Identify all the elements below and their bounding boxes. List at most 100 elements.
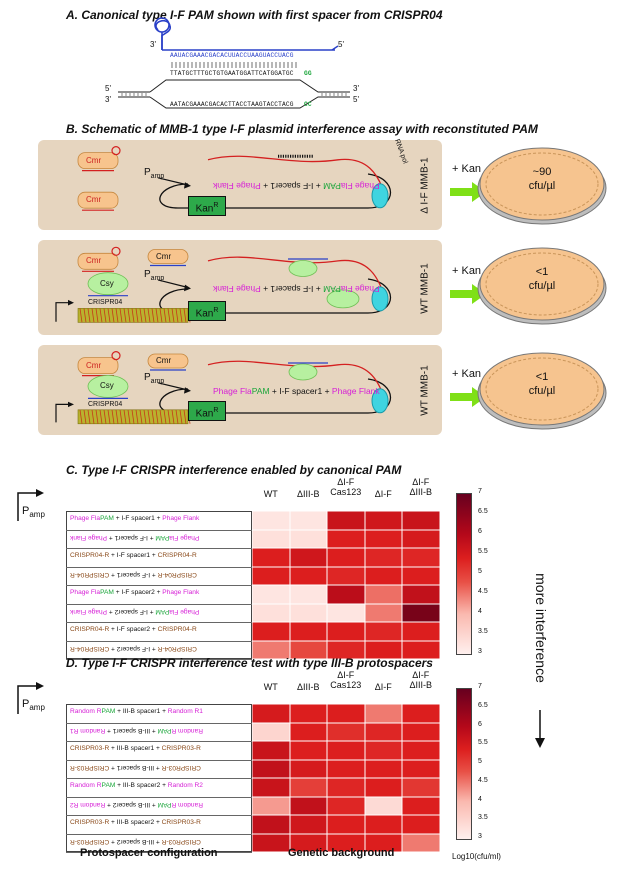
row-label-part: + I-F spacer1 + xyxy=(113,515,163,522)
heatmap-cell xyxy=(252,640,290,659)
row-label-part: Random R xyxy=(70,708,102,715)
row-divider xyxy=(66,585,252,586)
heatmap-cell xyxy=(402,759,440,778)
colorbar-tick: 7 xyxy=(478,488,482,495)
crrna-hairpin xyxy=(155,19,172,50)
down-arrow-icon xyxy=(535,710,545,748)
cmr-label-2: Cmr xyxy=(156,251,172,261)
heatmap-cell xyxy=(327,815,365,834)
row-label-part: + III-B spacer2 + xyxy=(109,837,162,845)
row-label-part: PAM xyxy=(155,607,170,615)
row-label-part: Random R xyxy=(171,726,203,734)
row-label-part: + III-B spacer1 + xyxy=(109,745,162,752)
p-amp-letter: P xyxy=(22,505,30,517)
row-label-part: CRISPR04-R xyxy=(157,644,197,652)
row-label-part: CRISPR04-R xyxy=(157,626,197,633)
pam-bottom: CC xyxy=(304,101,312,108)
row-divider xyxy=(66,603,252,605)
column-header: ΔI-F ΔIII-B xyxy=(409,477,432,497)
column-header: ΔI-F Cas123 xyxy=(330,670,362,690)
row-label: CRISPR03-R + III-B spacer1 + CRISPR03-R xyxy=(70,745,201,752)
heatmap-cell xyxy=(289,759,327,778)
heatmap-cell xyxy=(289,622,327,641)
heatmap-cell xyxy=(252,833,290,852)
colorbar-tick: 4.5 xyxy=(478,776,488,784)
colorbar-tick: 3 xyxy=(478,648,482,655)
row-divider xyxy=(66,741,252,742)
crrna-sequence: AAUACGAAACGACACUUACCUAAGUACCUACG xyxy=(170,52,294,59)
heatmap-cell xyxy=(402,778,440,797)
construct-mid: + I-F spacer1 + xyxy=(260,181,324,192)
row-label-part: Random R xyxy=(70,782,102,789)
kan-sup: R xyxy=(213,407,219,414)
heatmap-cell xyxy=(289,704,327,723)
row-label: Phage FlaPAM + I-F spacer1 + Phage Flank xyxy=(70,534,199,541)
heatmap-cell xyxy=(364,622,402,641)
heatmap-cell xyxy=(402,741,440,760)
p-amp-letter: P xyxy=(144,268,151,280)
heatmap-cell xyxy=(327,622,365,641)
row-label-part: + I-F spacer2 + xyxy=(107,607,156,615)
construct-pam: PAM xyxy=(251,386,270,397)
panel-b-title: B. Schematic of MMB-1 type I-F plasmid i… xyxy=(66,122,538,136)
column-header: WT xyxy=(263,489,278,499)
heatmap-cell xyxy=(327,833,365,852)
crispr-label: CRISPR04 xyxy=(88,298,123,306)
column-header: ΔI-F xyxy=(374,489,392,499)
heatmap-cell xyxy=(327,796,365,815)
heatmap-cell xyxy=(402,815,440,834)
heatmap-cell xyxy=(289,529,327,548)
heatmap-cell xyxy=(402,640,440,659)
row-label-part: Phage Flank xyxy=(162,589,200,596)
row-label-part: CRISPR04-R xyxy=(157,552,197,559)
row-label-part: PAM xyxy=(101,708,116,715)
heatmap-cell xyxy=(252,622,290,641)
dna-3prime-right: 3' xyxy=(353,84,359,93)
heatmap-cell xyxy=(402,548,440,567)
cfu-unit: cfu/µl xyxy=(528,180,556,192)
colorbar-tick: 5 xyxy=(478,758,482,765)
green-arrow-icon xyxy=(450,386,486,407)
row-label-part: + III-B spacer2 + xyxy=(109,819,162,826)
heatmap-cell xyxy=(327,741,365,760)
row-label-part: CRISPR03-R xyxy=(161,763,201,771)
cfu-value: <1 xyxy=(535,266,549,278)
row-label-part: CRISPR03-R xyxy=(70,763,110,771)
column-header: ΔI-F Cas123 xyxy=(330,477,362,497)
heatmap-cell xyxy=(252,603,290,622)
heatmap-cell xyxy=(252,511,290,530)
row-divider xyxy=(66,852,252,853)
row-divider xyxy=(66,833,252,835)
heatmap-cell xyxy=(364,833,402,852)
footer-protospacer: Protospacer configuration xyxy=(80,847,218,859)
p-amp-sub: amp xyxy=(29,510,45,520)
cfu-value: ~90 xyxy=(532,166,552,178)
pam-top: GG xyxy=(304,70,312,77)
pam-duplex-diagram xyxy=(118,17,350,109)
row-divider xyxy=(66,815,252,816)
row-label: CRISPR03-R + III-B spacer2 + CRISPR03-R xyxy=(70,838,201,845)
row-label: Phage FlaPAM + I-F spacer2 + Phage Flank xyxy=(70,589,199,596)
row-label-part: Phage Flank xyxy=(162,515,200,522)
heatmap-cell xyxy=(289,722,327,741)
promoter-arrow-icon xyxy=(17,489,44,521)
heatmap-cell xyxy=(289,741,327,760)
row-label-part: + I-F spacer2 + xyxy=(109,644,158,652)
construct-pam: PAM xyxy=(323,181,341,192)
row-label: Random RPAM + III-B spacer1 + Random R1 xyxy=(70,727,203,734)
row-label-part: Phage Flank xyxy=(70,607,108,615)
petri-plate xyxy=(477,352,607,430)
row-label-part: CRISPR03-R xyxy=(70,837,110,845)
construct-pre: Phage Fla xyxy=(213,386,252,397)
assay-schematic-drawing-3 xyxy=(55,351,392,425)
assay-schematic-drawing-1 xyxy=(77,146,392,211)
row-label-part: Phage Flank xyxy=(70,533,108,541)
construct-mid: + I-F spacer1 + xyxy=(269,386,332,397)
more-interference-indicator: more interference xyxy=(530,560,550,760)
row-label: Random RPAM + III-B spacer2 + Random R2 xyxy=(70,801,203,808)
row-divider xyxy=(66,548,252,549)
row-label-part: Random R1 xyxy=(70,726,106,734)
heatmap-cell xyxy=(289,640,327,659)
row-label-part: CRISPR04-R xyxy=(70,626,110,633)
